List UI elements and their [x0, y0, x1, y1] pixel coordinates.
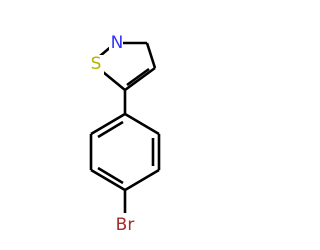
sulfur-mask [88, 55, 104, 75]
bond-b6-b1 [90, 112, 126, 136]
sulfur-label: S [91, 54, 102, 74]
bromine-label: Br [116, 215, 135, 235]
isothiazole-ring [99, 41, 157, 92]
bond-c5-s [102, 70, 126, 92]
nitrogen-label: N [111, 33, 124, 53]
bond-b1-b2 [124, 112, 160, 136]
molecule-structure: N S Br [88, 33, 161, 235]
nitrogen-mask [109, 33, 123, 53]
bond-b3-b4 [124, 168, 160, 192]
benzene-ring [89, 112, 161, 192]
bond-c3-c4 [145, 42, 157, 69]
bond-b4-b5-inner [97, 166, 124, 185]
bond-b6-b1-inner [97, 120, 124, 139]
bond-c4-c5 [124, 66, 156, 92]
bond-c4-c5-double [126, 67, 150, 87]
bond-b4-b5 [90, 168, 126, 192]
